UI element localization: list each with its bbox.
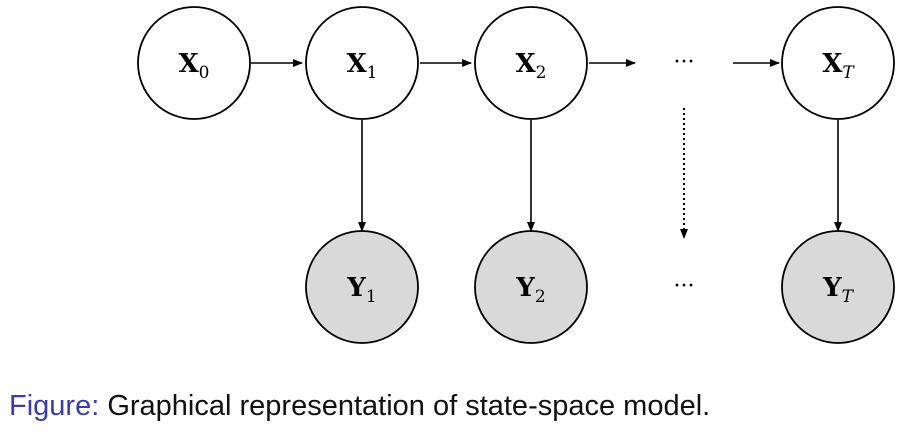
node-yT-main: Y bbox=[822, 273, 842, 303]
node-yT: YT bbox=[781, 230, 895, 344]
node-x2-main: X bbox=[515, 49, 536, 79]
node-y2: Y2 bbox=[474, 230, 588, 344]
node-y1: Y1 bbox=[305, 230, 419, 344]
svg-text:X0: X0 bbox=[178, 49, 209, 83]
svg-text:Y1: Y1 bbox=[346, 273, 376, 307]
node-y1-main: Y bbox=[346, 273, 366, 303]
node-x1-main: X bbox=[346, 49, 367, 79]
node-x1: X1 bbox=[305, 6, 419, 120]
node-x0-sub: 0 bbox=[199, 63, 210, 83]
figure-caption-text: Graphical representation of state-space … bbox=[99, 390, 711, 422]
state-space-diagram: X0 X1 X2 XT Y1 Y2 YT bbox=[137, 6, 895, 344]
node-x2-sub: 2 bbox=[536, 63, 547, 83]
svg-text:X2: X2 bbox=[515, 49, 546, 83]
svg-text:Y2: Y2 bbox=[515, 273, 545, 307]
node-y2-sub: 2 bbox=[535, 287, 546, 307]
ellipsis-observed-row: ··· bbox=[674, 274, 695, 299]
node-xT-sub: T bbox=[842, 63, 855, 83]
node-x0-main: X bbox=[178, 49, 199, 79]
node-xT: XT bbox=[781, 6, 895, 120]
svg-text:X1: X1 bbox=[346, 49, 377, 83]
node-xT-main: X bbox=[822, 49, 843, 79]
node-x0: X0 bbox=[137, 6, 251, 120]
figure-caption-prefix: Figure: bbox=[9, 390, 100, 422]
svg-text:XT: XT bbox=[822, 49, 855, 83]
ellipsis-hidden-row: ··· bbox=[674, 50, 695, 75]
node-y1-sub: 1 bbox=[366, 287, 377, 307]
node-x1-sub: 1 bbox=[367, 63, 378, 83]
node-y2-main: Y bbox=[515, 273, 535, 303]
node-x2: X2 bbox=[474, 6, 588, 120]
figure-caption: Figure: Graphical representation of stat… bbox=[9, 390, 710, 423]
node-yT-sub: T bbox=[842, 287, 855, 307]
svg-text:YT: YT bbox=[822, 273, 855, 307]
